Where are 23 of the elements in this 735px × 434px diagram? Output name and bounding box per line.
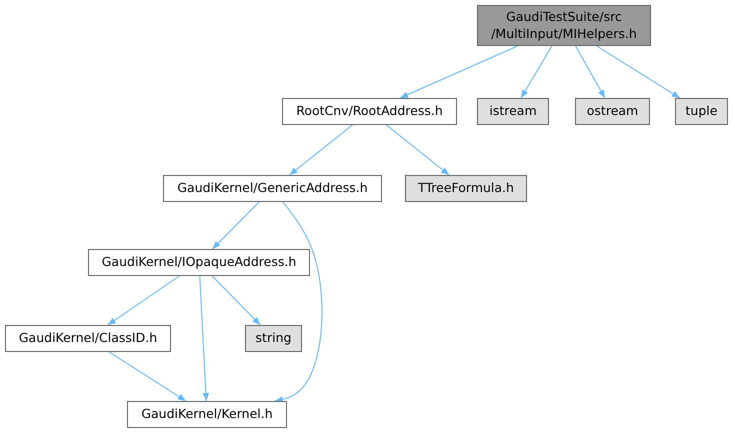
file-node: tuple bbox=[675, 98, 728, 125]
file-node: RootCnv/RootAddress.h bbox=[282, 98, 457, 125]
arrow bbox=[520, 46, 552, 98]
arrow bbox=[108, 352, 186, 402]
file-node: GaudiTestSuite/src /MultiInput/MIHelpers.h bbox=[477, 5, 651, 46]
arrow bbox=[199, 276, 210, 402]
file-node: GaudiKernel/Kernel.h bbox=[127, 401, 287, 428]
arrow bbox=[400, 46, 518, 98]
file-node: GaudiKernel/ClassID.h bbox=[5, 325, 171, 352]
file-node: istream bbox=[477, 98, 549, 125]
arrow bbox=[386, 124, 450, 176]
arrow bbox=[596, 46, 680, 98]
file-node: TTreeFormula.h bbox=[405, 175, 527, 202]
arrow bbox=[212, 276, 261, 326]
file-node: string bbox=[245, 325, 302, 352]
file-node: GaudiKernel/GenericAddress.h bbox=[163, 175, 382, 202]
arrow bbox=[107, 276, 180, 326]
arrow bbox=[274, 202, 322, 403]
file-node: ostream bbox=[575, 98, 650, 125]
file-node: GaudiKernel/IOpaqueAddress.h bbox=[88, 249, 310, 276]
arrow bbox=[575, 46, 606, 98]
arrow bbox=[289, 124, 353, 176]
arrow bbox=[212, 202, 260, 250]
